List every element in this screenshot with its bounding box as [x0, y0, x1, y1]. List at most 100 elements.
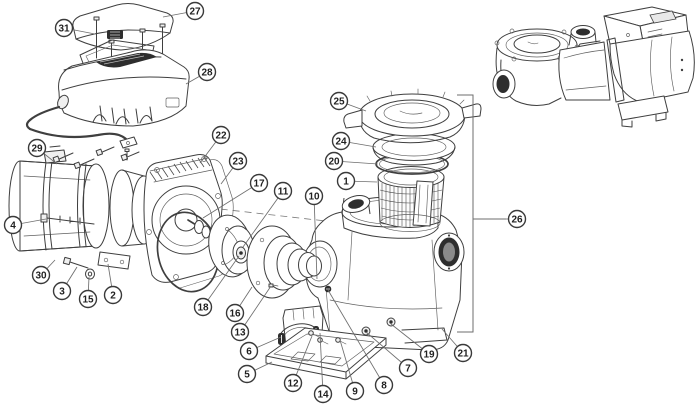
bracket-line [457, 94, 506, 333]
motor [8, 145, 110, 252]
callout-18: 18 [193, 255, 240, 317]
callout-circle [237, 364, 257, 384]
callout-16: 16 [225, 286, 253, 323]
callout-number: 2 [110, 291, 116, 302]
callout-number: 3 [59, 287, 65, 298]
leader-line [202, 255, 240, 308]
callout-number: 31 [58, 24, 70, 35]
callout-circle [193, 297, 213, 317]
leader-line [365, 331, 409, 369]
small-bolt [62, 256, 89, 269]
callout-circle [374, 375, 394, 395]
callout-9: 9 [339, 339, 365, 401]
through-bolt [40, 213, 95, 225]
callout-circle [31, 265, 51, 285]
callout-number: 14 [317, 390, 329, 401]
callout-number: 30 [35, 271, 47, 282]
impeller [208, 214, 255, 278]
group-bracket [457, 94, 506, 333]
callout-13: 13 [230, 285, 272, 342]
leader-line [242, 190, 284, 248]
callout-circle [331, 131, 351, 151]
callout-number: 13 [234, 328, 246, 339]
assembled-inlet-port [492, 69, 516, 99]
washer [85, 268, 95, 280]
leader-line [313, 195, 318, 280]
callout-17: 17 [202, 173, 269, 219]
callout-circle [398, 358, 418, 378]
callout-8: 8 [327, 289, 394, 395]
callout-number: 15 [82, 295, 94, 306]
assembled-base [617, 95, 669, 128]
callout-number: 7 [405, 364, 411, 375]
callout-number: 20 [328, 157, 340, 168]
callout-number: 25 [333, 97, 345, 108]
diffuser-screw [268, 283, 279, 288]
callout-number: 23 [232, 157, 244, 168]
callout-1: 1 [336, 171, 378, 191]
callout-circle [52, 281, 72, 301]
callout-number: 9 [352, 387, 358, 398]
diffuser [246, 225, 322, 299]
callout-29: 29 [27, 138, 58, 165]
motor-foot-bracket [97, 251, 131, 270]
callout-circle [329, 91, 349, 111]
callout-circle [324, 151, 344, 171]
callout-number: 5 [244, 370, 250, 381]
callout-28: 28 [185, 62, 217, 85]
callout-number: 21 [457, 349, 469, 360]
callout-number: 4 [10, 221, 16, 232]
callout-number: 18 [197, 303, 209, 314]
pump-shaft [187, 219, 211, 239]
lid-gasket [372, 133, 456, 166]
callout-number: 28 [201, 68, 213, 79]
lid-handle-left [343, 109, 363, 129]
lid-handle-right [461, 103, 482, 119]
callout-circle [336, 171, 356, 191]
callout-circle [507, 209, 527, 229]
mount-clip [119, 136, 138, 161]
callout-21: 21 [441, 328, 473, 363]
callout-24: 24 [331, 131, 377, 151]
callout-circle [249, 173, 269, 193]
callout-circle [197, 62, 217, 82]
callout-4: 4 [3, 215, 47, 235]
assembled-motor [606, 30, 695, 103]
callout-circle [304, 186, 324, 206]
callout-number: 10 [308, 192, 320, 203]
callout-30: 30 [31, 259, 56, 285]
callout-19: 19 [390, 323, 439, 364]
callout-circle [3, 215, 23, 235]
callout-number: 11 [278, 187, 289, 198]
power-cord [25, 94, 128, 141]
callout-12: 12 [283, 335, 313, 393]
leader-line [327, 289, 385, 386]
side-port [433, 232, 465, 272]
leader-line [319, 332, 324, 395]
callout-circle [230, 322, 250, 342]
callout-25: 25 [329, 91, 367, 112]
callout-26: 26 [506, 209, 527, 229]
callout-circle [345, 381, 365, 401]
callout-27: 27 [162, 1, 205, 21]
callout-number: 27 [189, 7, 201, 18]
drive-unit [58, 49, 190, 127]
callout-circle [225, 303, 245, 323]
pump-base [265, 327, 387, 380]
callout-3: 3 [52, 266, 78, 301]
callout-11: 11 [242, 181, 293, 248]
callout-number: 1 [343, 177, 349, 188]
callout-number: 6 [246, 347, 252, 358]
leader-line [239, 285, 272, 333]
callout-10: 10 [304, 186, 324, 280]
callout-circle [27, 138, 47, 158]
seal-plate [143, 154, 223, 283]
assembled-outlet-port [568, 25, 597, 46]
callout-15: 15 [78, 276, 98, 309]
callout-number: 29 [31, 144, 43, 155]
pot-lid [343, 88, 482, 144]
callout-circle [185, 1, 205, 21]
